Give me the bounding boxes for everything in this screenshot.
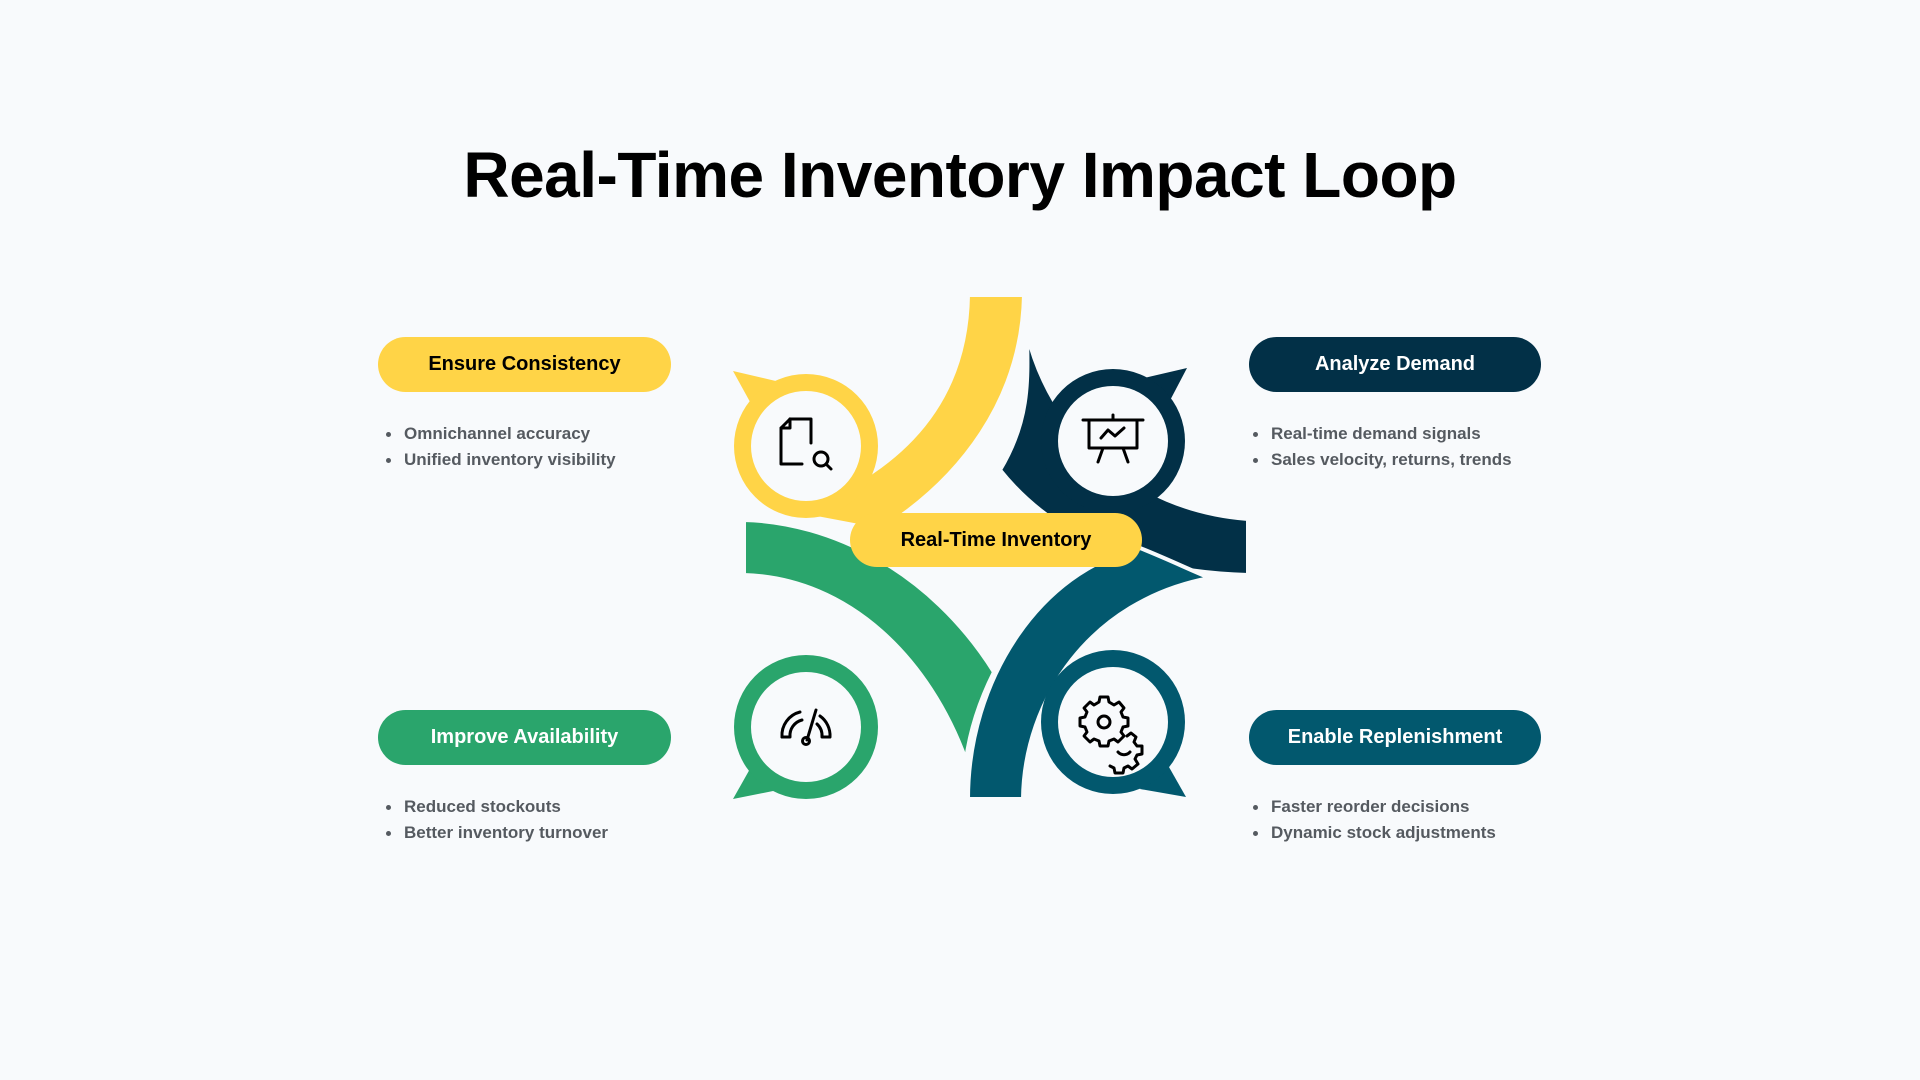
bullet-item: Dynamic stock adjustments (1247, 820, 1496, 846)
page-title: Real-Time Inventory Impact Loop (463, 139, 1457, 211)
ensure-consistency-node (733, 371, 878, 518)
analyze-demand-node (1041, 368, 1187, 513)
stage-pill-enable-replenishment: Enable Replenishment (1249, 710, 1541, 765)
stage-bullets-ensure-consistency: Omnichannel accuracy Unified inventory v… (380, 421, 616, 473)
bullet-item: Faster reorder decisions (1247, 794, 1496, 820)
bullet-item: Better inventory turnover (380, 820, 608, 846)
stage-title: Enable Replenishment (1287, 726, 1503, 748)
stage-title: Ensure Consistency (428, 353, 621, 375)
stage-title: Improve Availability (430, 726, 619, 748)
stage-bullets-enable-replenishment: Faster reorder decisions Dynamic stock a… (1247, 794, 1496, 846)
stage-pill-analyze-demand: Analyze Demand (1249, 337, 1541, 392)
stage-bullets-analyze-demand: Real-time demand signals Sales velocity,… (1247, 421, 1512, 473)
stage-pill-ensure-consistency: Ensure Consistency (378, 337, 671, 392)
bullet-item: Omnichannel accuracy (380, 421, 616, 447)
bullet-item: Unified inventory visibility (380, 447, 616, 473)
stage-bullets-improve-availability: Reduced stockouts Better inventory turno… (380, 794, 608, 846)
stage-title: Analyze Demand (1314, 353, 1476, 375)
bullet-item: Sales velocity, returns, trends (1247, 447, 1512, 473)
document-search-icon (779, 417, 833, 471)
gears-icon (1078, 695, 1144, 775)
improve-availability-node (733, 655, 878, 799)
center-hub-label: Real-Time Inventory (850, 513, 1142, 567)
gauge-icon (780, 708, 832, 746)
bullet-item: Real-time demand signals (1247, 421, 1512, 447)
presentation-chart-icon (1081, 413, 1145, 464)
enable-replenishment-node (1041, 650, 1186, 797)
stage-pill-improve-availability: Improve Availability (378, 710, 671, 765)
bullet-item: Reduced stockouts (380, 794, 608, 820)
yellow-band (782, 293, 1027, 533)
